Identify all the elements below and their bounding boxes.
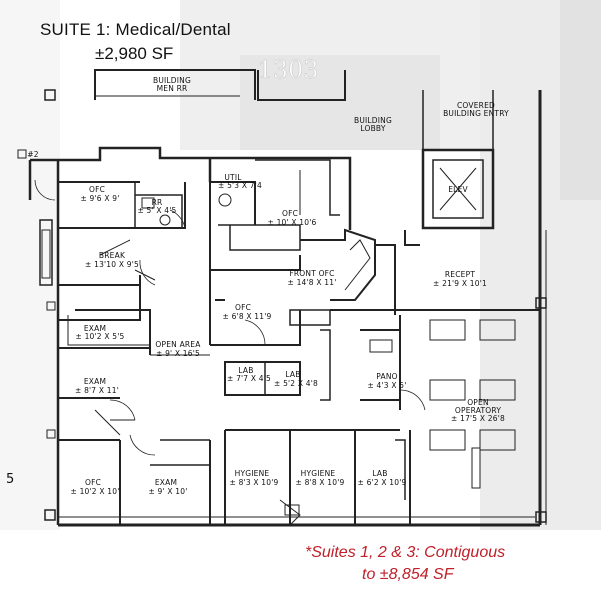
- label-exam-3-dim: ± 9' X 10': [148, 487, 187, 496]
- building-number: 1303: [257, 56, 318, 84]
- label-front-ofc: FRONT OFC: [289, 269, 334, 278]
- label-open-operatory-2: OPERATORY: [455, 406, 501, 415]
- label-lab-2-dim: ± 5'2 X 4'8: [274, 379, 318, 388]
- label-rr: RR: [152, 198, 163, 207]
- label-ofc-n-dim: ± 10' X 10'6: [268, 218, 317, 227]
- label-exam-3: EXAM: [155, 478, 177, 487]
- suite-title: SUITE 1: Medical/Dental: [40, 20, 231, 39]
- label-front-ofc-dim: ± 14'8 X 11': [288, 278, 337, 287]
- label-open-operatory: OPEN: [467, 398, 489, 407]
- label-lab-1-dim: ± 7'7 X 4'5: [227, 374, 271, 383]
- label-recept-dim: ± 21'9 X 10'1: [433, 279, 487, 288]
- label-exam-1: EXAM: [84, 324, 106, 333]
- label-ofc-c: OFC: [235, 303, 251, 312]
- suite-area: ±2,980 SF: [95, 44, 174, 63]
- label-open-area: OPEN AREA: [155, 340, 201, 349]
- label-hygiene-1-dim: ± 8'3 X 10'9: [230, 478, 279, 487]
- label-util-dim: ± 5'3 X 7'4: [218, 181, 262, 190]
- label-lobby-2: LOBBY: [360, 124, 385, 133]
- label-break: BREAK: [99, 251, 126, 260]
- label-lab-3: LAB: [372, 469, 387, 478]
- label-building-men-rr: BUILDING: [153, 76, 191, 85]
- label-hygiene-2: HYGIENE: [301, 469, 336, 478]
- contiguous-note-total: to ±8,854 SF: [362, 566, 454, 583]
- label-door-5: 5: [6, 472, 14, 487]
- label-hygiene-1: HYGIENE: [235, 469, 270, 478]
- label-covered-entry-2: BUILDING ENTRY: [443, 109, 509, 118]
- label-open-operatory-dim: ± 17'5 X 26'8: [451, 414, 505, 423]
- label-lab-2: LAB: [285, 370, 300, 379]
- label-ofc-sw: OFC: [85, 478, 101, 487]
- label-pano: PANO: [376, 372, 398, 381]
- label-ofc-nw: OFC: [89, 185, 105, 194]
- label-building-men-rr-2: MEN RR: [157, 84, 188, 93]
- label-covered-entry: COVERED: [457, 101, 495, 110]
- label-pano-dim: ± 4'3 X 5': [367, 381, 406, 390]
- label-elev: ELEV: [448, 185, 468, 194]
- label-open-area-dim: ± 9' X 16'5: [156, 349, 200, 358]
- label-ofc-c-dim: ± 6'8 X 11'9: [223, 312, 272, 321]
- label-hygiene-2-dim: ± 8'8 X 10'9: [296, 478, 345, 487]
- label-ofc-n: OFC: [282, 209, 298, 218]
- label-ofc-sw-dim: ± 10'2 X 10': [71, 487, 120, 496]
- label-exam-2-dim: ± 8'7 X 11': [75, 386, 119, 395]
- label-rr-dim: ± 5' X 4'5: [137, 206, 176, 215]
- label-ofc-nw-dim: ± 9'6 X 9': [80, 194, 119, 203]
- room-labels: BUILDING MEN RR COVERED BUILDING ENTRY B…: [6, 76, 509, 496]
- walls: [17, 69, 547, 527]
- label-util: UTIL: [224, 173, 242, 182]
- label-break-dim: ± 13'10 X 9'5: [85, 260, 139, 269]
- label-door-2: #2: [27, 150, 38, 159]
- label-recept: RECEPT: [445, 270, 475, 279]
- label-exam-1-dim: ± 10'2 X 5'5: [76, 332, 125, 341]
- label-lab-1: LAB: [238, 366, 253, 375]
- contiguous-note: *Suites 1, 2 & 3: Contiguous: [305, 544, 506, 561]
- label-lab-3-dim: ± 6'2 X 10'9: [358, 478, 407, 487]
- label-exam-2: EXAM: [84, 377, 106, 386]
- label-lobby: BUILDING: [354, 116, 392, 125]
